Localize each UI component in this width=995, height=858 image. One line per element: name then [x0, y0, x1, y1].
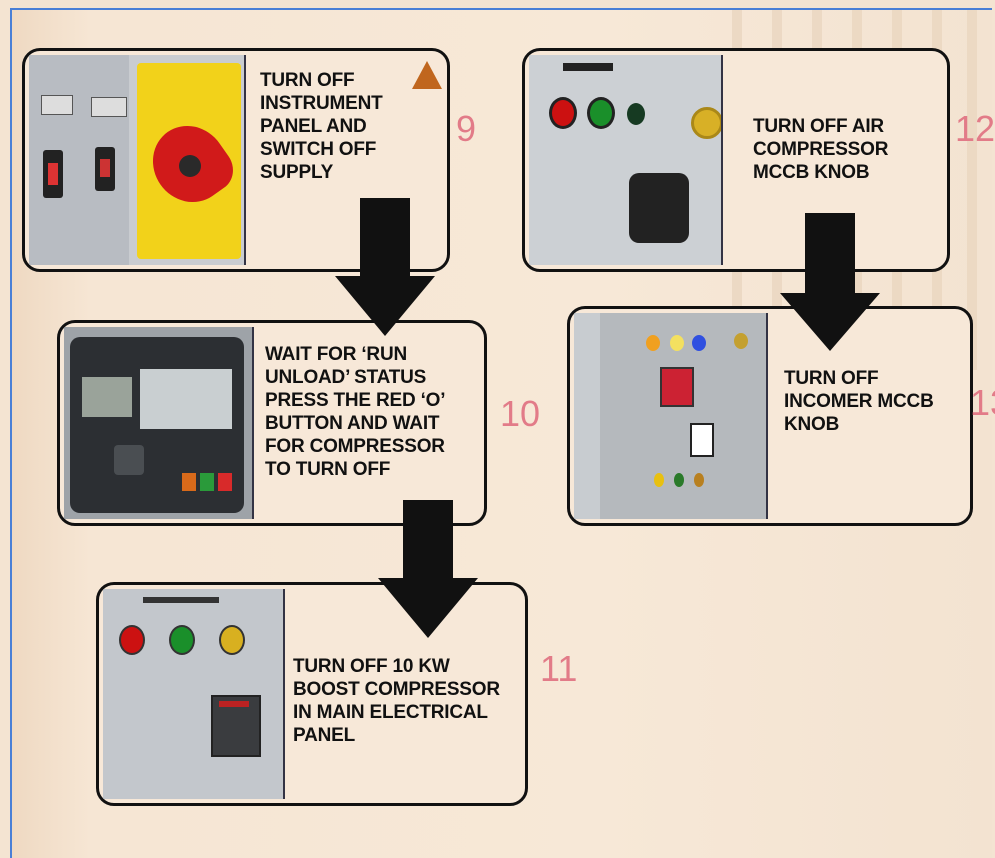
step-11-line: IN MAIN ELECTRICAL: [293, 701, 500, 724]
step-12-line: MCCB KNOB: [753, 161, 888, 184]
step-11-line: BOOST COMPRESSOR: [293, 678, 500, 701]
step-13-line: INCOMER MCCB: [784, 390, 934, 413]
instrument-panel-photo: [29, 55, 246, 265]
step-10-text: WAIT FOR ‘RUN UNLOAD’ STATUS PRESS THE R…: [265, 343, 445, 481]
step-9-line: SWITCH OFF: [260, 138, 383, 161]
step-11-line: TURN OFF 10 KW: [293, 655, 500, 678]
step-number: 10: [500, 393, 540, 435]
step-9-line: INSTRUMENT: [260, 92, 383, 115]
step-10-line: WAIT FOR ‘RUN: [265, 343, 445, 366]
step-10-line: TO TURN OFF: [265, 458, 445, 481]
step-13-line: KNOB: [784, 413, 934, 436]
step-10-line: PRESS THE RED ‘O’: [265, 389, 445, 412]
incomer-panel-photo: [574, 313, 768, 519]
step-9-text: TURN OFF INSTRUMENT PANEL AND SWITCH OFF…: [260, 69, 383, 184]
step-11-text: TURN OFF 10 KW BOOST COMPRESSOR IN MAIN …: [293, 655, 500, 747]
air-compressor-panel-photo: [529, 55, 723, 265]
step-9-line: SUPPLY: [260, 161, 383, 184]
step-10-box: WAIT FOR ‘RUN UNLOAD’ STATUS PRESS THE R…: [57, 320, 487, 526]
step-10-line: FOR COMPRESSOR: [265, 435, 445, 458]
step-13-line: TURN OFF: [784, 367, 934, 390]
step-number: 9: [456, 108, 476, 150]
arrow-down-icon: [335, 198, 435, 338]
step-9-line: TURN OFF: [260, 69, 383, 92]
step-number: 11: [540, 648, 577, 690]
step-number: 13: [970, 382, 995, 424]
arrow-down-icon: [378, 500, 478, 640]
warning-triangle-icon: [410, 59, 444, 91]
step-11-line: PANEL: [293, 724, 500, 747]
arrow-down-icon: [780, 213, 880, 353]
step-number: 12: [955, 108, 995, 150]
step-10-line: UNLOAD’ STATUS: [265, 366, 445, 389]
step-12-line: TURN OFF AIR: [753, 115, 888, 138]
step-12-line: COMPRESSOR: [753, 138, 888, 161]
step-12-text: TURN OFF AIR COMPRESSOR MCCB KNOB: [753, 115, 888, 184]
step-13-text: TURN OFF INCOMER MCCB KNOB: [784, 367, 934, 436]
boost-compressor-panel-photo: [103, 589, 285, 799]
step-12-box: TURN OFF AIR COMPRESSOR MCCB KNOB: [522, 48, 950, 272]
step-13-box: TURN OFF INCOMER MCCB KNOB: [567, 306, 973, 526]
step-9-line: PANEL AND: [260, 115, 383, 138]
controller-display-photo: [64, 327, 254, 519]
step-10-line: BUTTON AND WAIT: [265, 412, 445, 435]
